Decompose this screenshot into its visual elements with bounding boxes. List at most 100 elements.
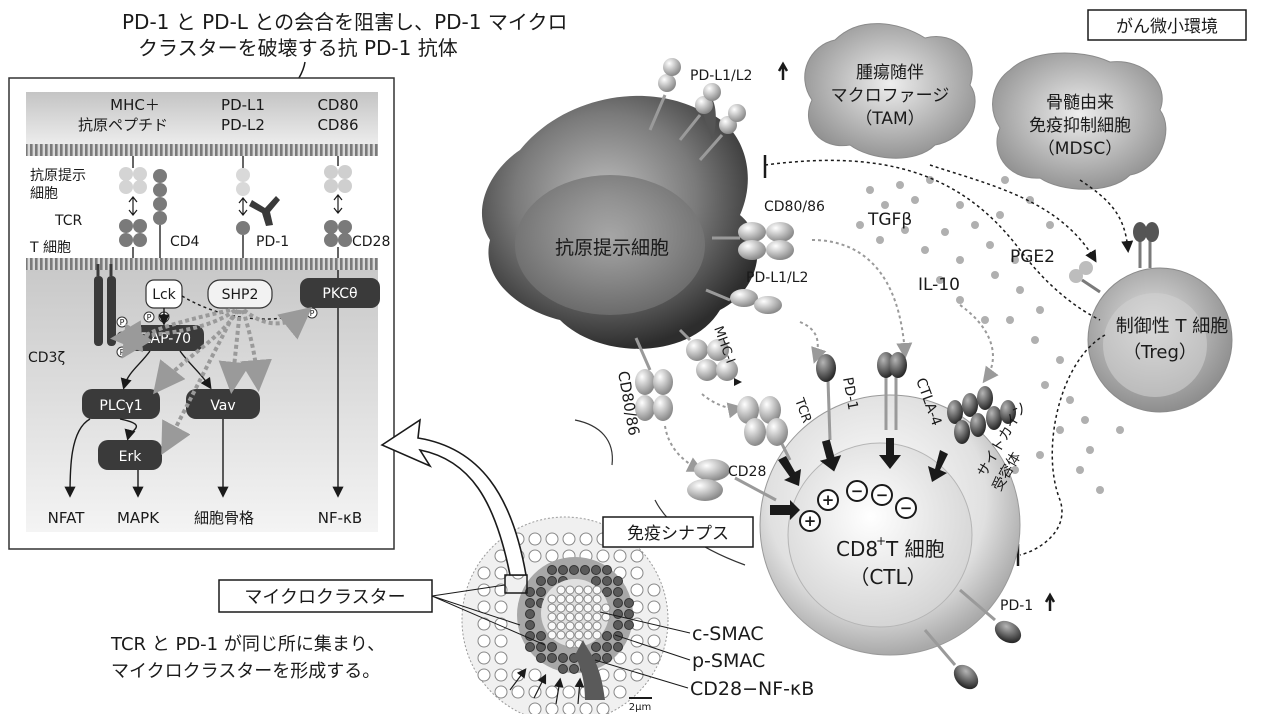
secreted-factor-dots	[856, 176, 1124, 494]
signal-badges: + + − − −	[799, 480, 917, 532]
ctl-cytokine-receptors	[947, 386, 1016, 444]
header-cd80: CD80	[317, 96, 358, 114]
ctl-tcell: T 細胞	[885, 537, 945, 561]
cd3z-chains	[94, 264, 116, 346]
c-smac-dot	[592, 585, 602, 595]
p-smac-dot	[536, 642, 546, 652]
label-tgfb: TGFβ	[867, 210, 912, 230]
mdsc-line-1: 骨髄由来	[1046, 93, 1114, 113]
label-apc-2: 細胞	[30, 186, 58, 202]
c-smac-dot	[574, 585, 584, 595]
label-pge2: PGE2	[1010, 247, 1055, 267]
c-smac-dot	[547, 630, 557, 640]
shp2-dephosphorylation-arrows	[110, 306, 313, 456]
label-cd3z: CD3ζ	[28, 350, 65, 366]
p-smac-dot	[525, 642, 535, 652]
ctl-tcr	[737, 396, 792, 461]
outer-cluster-dot	[596, 702, 610, 714]
outer-cluster-dot	[545, 685, 559, 699]
c-smac-dot	[547, 594, 557, 604]
mhc-tcr-pair	[119, 156, 167, 258]
p-smac-dot	[613, 642, 623, 652]
outer-cluster-dot	[494, 566, 508, 580]
p-smac-dot	[602, 642, 612, 652]
ctl-cd8: CD8	[836, 537, 878, 561]
outer-cluster-dot	[528, 702, 542, 714]
p-smac-dot	[624, 598, 634, 608]
plus-badge-1: +	[822, 491, 835, 509]
treg-line-1: 制御性 T 細胞	[1116, 316, 1228, 337]
regulatory-dashed-arrows	[764, 159, 1134, 556]
top-caption: PD-1 と PD-L との会合を阻害し、PD-1 マイクロ クラスターを破壊す…	[122, 10, 567, 198]
c-smac-dot	[565, 585, 575, 595]
outer-cluster-dot	[477, 651, 491, 665]
p-smac-dot	[547, 576, 557, 586]
microenv-title: がん微小環境	[1116, 17, 1218, 37]
outer-cluster-dot	[647, 617, 661, 631]
outer-cluster-dot	[630, 583, 644, 597]
label-cd4: CD4	[170, 234, 200, 250]
outer-cluster-dot	[613, 685, 627, 699]
antigen-presenting-cell: 抗原提示細胞	[481, 95, 758, 349]
p-smac-dot	[547, 642, 557, 652]
erk-node: Erk	[98, 440, 162, 470]
pdl-up-arrow-icon	[777, 61, 789, 80]
outer-cluster-dot	[647, 583, 661, 597]
smac-leader-lines	[594, 611, 691, 689]
c-smac-dot	[565, 594, 575, 604]
tam-line-1: 腫瘍随伴	[856, 63, 924, 83]
outer-cluster-dot	[545, 702, 559, 714]
p-smac-dot	[624, 620, 634, 630]
p-smac-dot	[591, 576, 601, 586]
apc-cd8086-right	[712, 222, 794, 260]
c-smac-dot	[565, 621, 575, 631]
microcluster-label-box: マイクロクラスター	[218, 579, 546, 646]
p-smac-dot	[536, 587, 546, 597]
output-nfkb: NF-κB	[318, 509, 362, 527]
mdsc-line-2: 免疫抑制細胞	[1029, 116, 1131, 136]
c-smac-dot	[565, 639, 575, 649]
p-smac-dot	[602, 565, 612, 575]
plc-label: PLCγ1	[99, 398, 142, 414]
cd28-nfkb-label: CD28−NF-κB	[690, 678, 814, 700]
label-cd8086-a: CD80/86	[764, 199, 825, 215]
output-mapk: MAPK	[117, 509, 160, 527]
outer-cluster-dot	[647, 600, 661, 614]
synapse-label: 免疫シナプス	[627, 524, 729, 544]
outer-cluster-dot	[613, 549, 627, 563]
vav-label: Vav	[210, 398, 235, 414]
p-smac-dot	[602, 587, 612, 597]
label-pd1-ctl: PD-1	[839, 376, 861, 411]
output-cytoskeleton: 細胞骨格	[194, 509, 254, 527]
p-smac-label: p-SMAC	[692, 650, 765, 672]
c-smac-dot	[547, 603, 557, 613]
microcluster-label: マイクロクラスター	[244, 587, 405, 608]
outer-cluster-dot	[494, 668, 508, 682]
p-smac-dot	[525, 631, 535, 641]
p-smac-dot	[602, 631, 612, 641]
outer-cluster-dot	[562, 685, 576, 699]
c-smac-dot	[565, 630, 575, 640]
label-pdl: PD-L1/L2	[746, 270, 808, 286]
outer-cluster-dot	[630, 668, 644, 682]
microenv-title-box: がん微小環境	[1087, 9, 1247, 41]
label-tcell: T 細胞	[29, 240, 71, 256]
p-smac-dot	[569, 565, 579, 575]
label-apc-1: 抗原提示	[30, 168, 86, 184]
pd1-up-arrow-icon	[1044, 592, 1056, 611]
p-smac-dot	[580, 565, 590, 575]
p-smac-dot	[591, 565, 601, 575]
p-smac-dot	[569, 664, 579, 674]
svg-text:P: P	[310, 309, 315, 318]
cluster-note-line-1: TCR と PD-1 が同じ所に集まり、	[110, 634, 385, 655]
shp2-node: SHP2	[207, 279, 273, 309]
label-pd1-up: PD-1	[1000, 598, 1033, 614]
c-smac-label: c-SMAC	[692, 623, 764, 645]
outer-cluster-dot	[630, 549, 644, 563]
outer-cluster-dot	[528, 668, 542, 682]
caption-line-2: クラスターを破壊する抗 PD-1 抗体	[138, 36, 458, 60]
shp2-label: SHP2	[222, 287, 259, 303]
ctl-pd1-upregulated	[923, 588, 1022, 690]
tam-line-2: マクロファージ	[831, 86, 950, 106]
